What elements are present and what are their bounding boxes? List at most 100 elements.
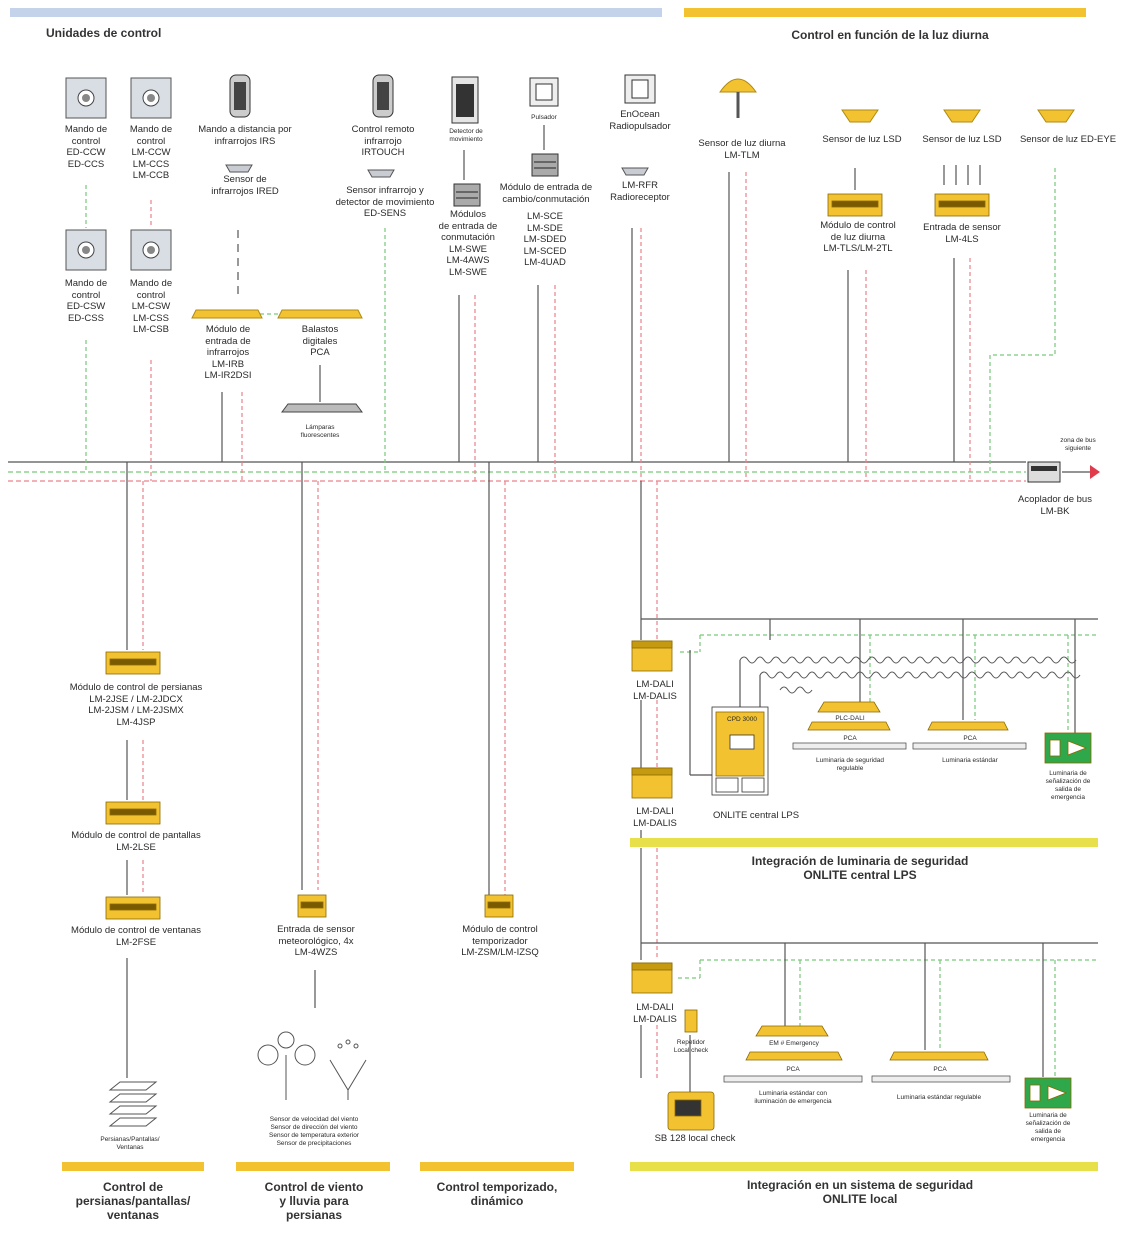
exit-sign-icon: [1044, 732, 1092, 764]
dali2-label: LM-DALI LM-DALIS: [633, 806, 677, 829]
bus-coupler-label: Acoplador de bus LM-BK: [1018, 494, 1092, 517]
footer-title-timer: Control temporizado, dinámico: [436, 1180, 558, 1208]
pca3-label: PCA: [786, 1066, 800, 1073]
windows-module-icon: [105, 896, 161, 920]
sb128-label: SB 128 local check: [654, 1133, 736, 1144]
pca-ballast-label: Balastos digitales PCA: [301, 324, 339, 358]
tlm-label: Sensor de luz diurna LM-TLM: [698, 138, 786, 161]
blinds-icon-label: Persianas/Pantallas/ Ventanas: [100, 1136, 160, 1151]
header-bar-yellow: [684, 8, 1086, 17]
lsd1-label: Sensor de luz LSD: [822, 134, 902, 145]
reg-lum-label: Luminaria de seguridad regulable: [816, 757, 884, 772]
weather-module-label: Entrada de sensor meteorológico, 4x LM-4…: [277, 924, 355, 958]
radio-receiver-icon: [621, 167, 649, 176]
module-icons: [105, 193, 990, 1131]
bus-next-label: zona de bus siguiente: [1060, 437, 1096, 452]
footer-bar-3: [420, 1162, 574, 1171]
standard-luminaire-icon: [927, 721, 1009, 731]
dali-module-icon: [631, 640, 673, 672]
bus-lines: [8, 125, 1098, 1095]
lamps-label: Lámparas fluorescentes: [300, 424, 340, 439]
sce-label: Módulo de entrada de cambio/conmutación: [499, 182, 593, 205]
blinds-module-icon: [105, 651, 161, 675]
section-title-daylight: Control en función de la luz diurna: [791, 28, 989, 42]
timer-module-icon: [484, 894, 514, 918]
lsd2-label: Sensor de luz LSD: [922, 134, 1002, 145]
pca2-label: PCA: [963, 735, 977, 742]
button-panel-icon: [130, 77, 172, 119]
sensor-input-module-icon: [934, 193, 990, 217]
section-title-control-units: Unidades de control: [46, 26, 162, 40]
control-lmccw-label: Mando de control LM-CCW LM-CCS LM-CCB: [129, 124, 173, 181]
light-sensor-icon: [943, 109, 981, 123]
exit1-label: Luminaria de señalización de salida de e…: [1045, 770, 1091, 801]
central-battery-icon: [711, 706, 769, 796]
field-device-icons: [108, 1031, 367, 1127]
light-sensor-icon: [841, 109, 879, 123]
ir-sensor-icon: [367, 169, 395, 178]
rain-sensor-icon: [329, 1039, 367, 1100]
section-title-local: Integración en un sistema de seguridad O…: [746, 1178, 974, 1206]
luminaire-icons: [723, 701, 1092, 1109]
daylight-control-module-icon: [827, 193, 883, 217]
em-label: EM # Emergency: [769, 1040, 819, 1047]
cpd-label: CPD 3000: [727, 716, 757, 723]
ir-sensor-icon: [225, 164, 253, 173]
remote-control-icon: [229, 74, 251, 118]
pca4-label: PCA: [933, 1066, 947, 1073]
eye-label: Sensor de luz ED-EYE: [1019, 134, 1117, 145]
switch-input-module-icon: [453, 183, 481, 207]
exit-sign-icon: [1024, 1077, 1072, 1109]
ballast-tube-icon: [792, 742, 1027, 750]
repeater-icon: [684, 1009, 698, 1033]
footer-bar-1: [62, 1162, 204, 1171]
irb-label: Módulo de entrada de infrarrojos LM-IRB …: [204, 324, 252, 381]
pushbutton-icon: [529, 77, 559, 107]
section-bar-lps: [630, 838, 1098, 847]
daylight-sensor-icon: [719, 78, 757, 118]
radio-pushbutton-icon: [624, 74, 656, 104]
4ls-label: Entrada de sensor LM-4LS: [923, 222, 1001, 245]
control-lmcsw-label: Mando de control LM-CSW LM-CSS LM-CSB: [129, 278, 173, 335]
irs-label: Mando a distancia por infrarrojos IRS: [198, 124, 292, 147]
pca1-label: PCA: [843, 735, 857, 742]
ired-label: Sensor de infrarrojos IRED: [211, 174, 279, 197]
arrow-right-icon: [1090, 465, 1100, 479]
ballast-icon: [277, 309, 363, 319]
sens-label: Sensor infrarrojo y detector de movimien…: [335, 185, 435, 219]
standard-luminaire-icon: [889, 1051, 989, 1061]
button-panel-icon: [130, 229, 172, 271]
dali-module-icon: [631, 962, 673, 994]
emergency-luminaire-icon: [745, 1025, 843, 1061]
blinds-icon: [108, 1081, 158, 1127]
ballast-tube-icon: [723, 1075, 1011, 1083]
detector-label: Detector de movimiento: [449, 128, 483, 143]
std-em-label: Luminaria estándar con iluminación de em…: [754, 1090, 832, 1105]
ballast-icon: [191, 309, 263, 319]
safety-luminaire-icon: [807, 701, 891, 731]
sce-models-label: LM-SCE LM-SDE LM-SDED LM-SCED LM-4UAD: [523, 211, 567, 268]
control-ccw-label: Mando de control ED-CCW ED-CCS: [64, 124, 108, 170]
anemometer-icon: [257, 1031, 316, 1100]
weather-module-icon: [297, 894, 327, 918]
timer-module-label: Módulo de control temporizador LM-ZSM/LM…: [461, 924, 539, 958]
std-lum-label: Luminaria estándar: [942, 757, 998, 764]
windows-module-label: Módulo de control de ventanas LM-2FSE: [71, 925, 201, 948]
exit2-label: Luminaria de señalización de salida de e…: [1025, 1112, 1071, 1143]
motion-detector-icon: [451, 76, 479, 124]
rfr-label: LM-RFR Radioreceptor: [610, 180, 670, 203]
button-panel-icon: [65, 229, 107, 271]
footer-title-wind: Control de viento y lluvia para persiana…: [264, 1180, 364, 1222]
weather-sensors-label: Sensor de velocidad del viento Sensor de…: [269, 1116, 359, 1147]
swe-label: Módulos de entrada de conmutación LM-SWE…: [438, 209, 498, 278]
section-title-lps: Integración de luminaria de seguridad ON…: [751, 854, 969, 882]
pulsador-label: Pulsador: [531, 114, 557, 121]
light-sensor-icon: [1037, 109, 1075, 123]
screens-module-icon: [105, 801, 161, 825]
lps-caption: ONLITE central LPS: [712, 810, 800, 821]
header-bar-blue: [10, 8, 662, 17]
footer-bar-4: [630, 1162, 1098, 1171]
screens-module-label: Módulo de control de pantallas LM-2LSE: [71, 830, 201, 853]
dali1-label: LM-DALI LM-DALIS: [633, 679, 677, 702]
repeater-label: Repetidor Local check: [673, 1039, 709, 1054]
